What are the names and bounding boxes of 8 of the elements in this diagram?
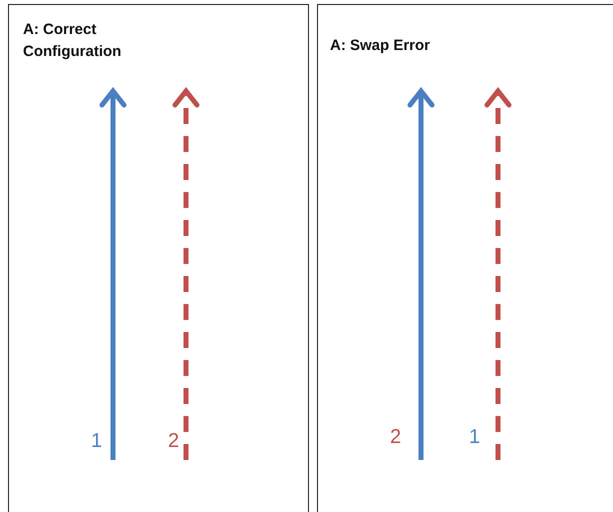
arrow-number: 2 (390, 426, 402, 449)
panel-title: A: Swap Error (330, 36, 432, 56)
arrow-number: 2 (168, 430, 180, 453)
arrow-number: 1 (91, 430, 102, 453)
panel-title: A: Correct Configuration (23, 20, 122, 62)
panel-frame (317, 4, 613, 512)
panel-frame (8, 4, 309, 512)
arrow-number: 1 (469, 426, 480, 449)
